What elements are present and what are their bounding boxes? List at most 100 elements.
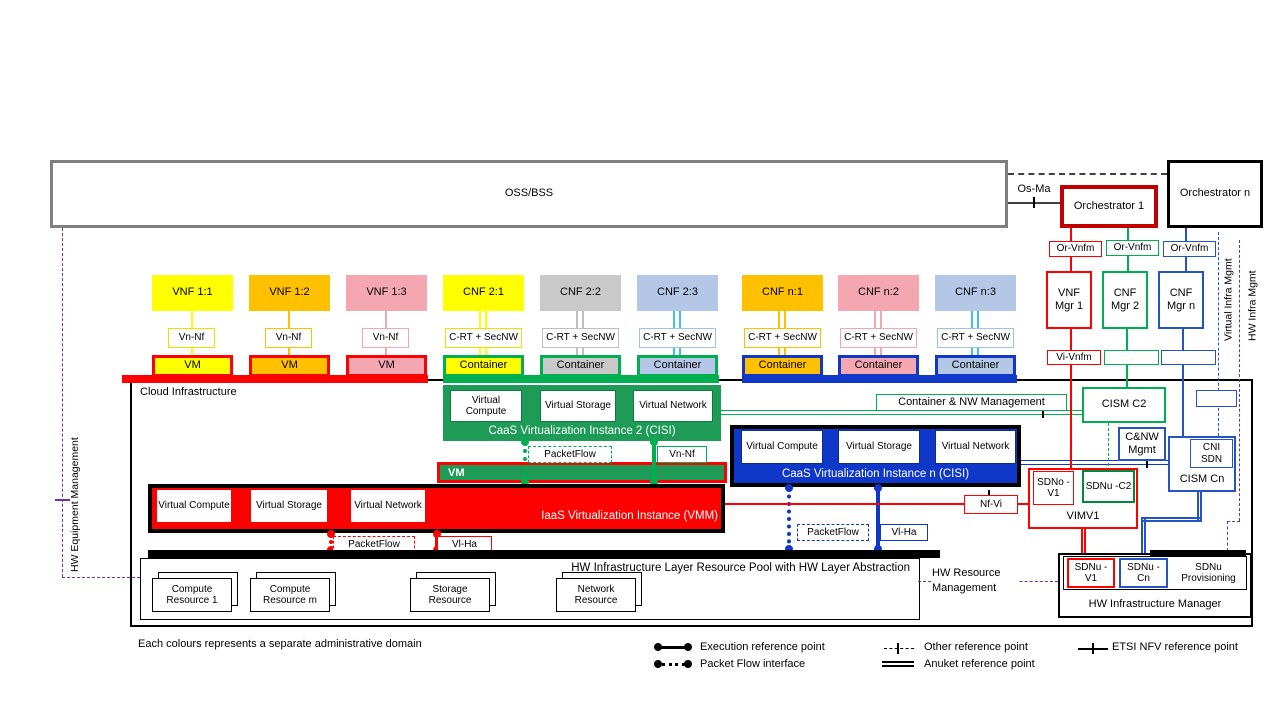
cismcn-to-sdnu-cn-line-v2	[1141, 517, 1146, 558]
caas2-title: CaaS Virtualization Instance 2 (CISI)	[488, 424, 676, 437]
caas2-packet-flow-line	[523, 441, 527, 485]
connector-dot	[650, 438, 658, 446]
or-vnfm-label-2: Or-Vnfm	[1106, 240, 1159, 256]
sdnu-c2-box: SDNu -C2	[1082, 470, 1135, 503]
cism-sdnu-dashed-green	[1108, 423, 1109, 471]
sdnu-provisioning-bar	[1150, 550, 1246, 557]
iaas-virtual-storage: Virtual Storage	[250, 489, 328, 523]
connector-dot	[785, 484, 793, 492]
anuket-line-caasn-cismcn	[1021, 460, 1168, 465]
hw-infra-manager-label: HW Infrastructure Manager	[1088, 598, 1222, 611]
unit-box-vm-3: VM	[346, 355, 427, 377]
connector-dot	[874, 545, 882, 553]
caasn-title: CaaS Virtualization Instance n (CISI)	[781, 467, 970, 480]
unit-box-container-6: Container	[935, 355, 1016, 377]
nf-box-cnf-2-2: CNF 2:2	[540, 275, 621, 311]
nf-vi-line	[725, 503, 1028, 505]
hw-equipment-mgmt-line	[62, 228, 63, 577]
mgrn-cismcn-line-blue	[1182, 329, 1184, 436]
connector-dot	[521, 478, 529, 486]
legend-other-tick	[897, 643, 899, 654]
caasn-packetflow-label: PacketFlow	[797, 524, 869, 541]
unit-box-container-2: Container	[540, 355, 621, 377]
vm-band: VM	[437, 462, 727, 483]
hw-infra-mgmt-line	[1239, 240, 1240, 521]
vm-domain-band	[122, 375, 428, 383]
hw-abstraction-bar	[148, 550, 940, 558]
vnf-mgr-1-box: VNF Mgr 1	[1046, 271, 1092, 329]
legend-execution-label: Execution reference point	[700, 640, 825, 653]
vi-vnfm-empty-blue	[1161, 350, 1216, 365]
iface-label-crt-secnw-5: C-RT + SecNW	[840, 328, 917, 348]
admin-domain-note: Each colours represents a separate admin…	[138, 638, 422, 650]
caasn-virtual-storage: Virtual Storage	[838, 430, 920, 464]
sdnu-v1-box: SDNu -V1	[1067, 558, 1115, 588]
network-resource-box: Network Resource	[556, 578, 636, 612]
legend-packet-flow-line	[662, 663, 685, 666]
caas2-packetflow-label: PacketFlow	[528, 446, 612, 463]
unit-box-container-1: Container	[443, 355, 524, 377]
compute-resource-1-box: Compute Resource 1	[152, 578, 232, 612]
container-domain-band-blue	[742, 375, 1017, 383]
connector-dot	[433, 530, 441, 538]
hw-equipment-mgmt-line-bottom	[62, 577, 140, 578]
sdnu-provisioning-label: SDNu Provisioning	[1181, 561, 1236, 585]
hw-infra-mgmt-line-end	[1227, 521, 1228, 551]
nf-vi-label: Nf-Vi	[964, 495, 1018, 514]
caasn-virtual-compute: Virtual Compute	[741, 430, 823, 464]
caasn-vl-ha-label: Vl-Ha	[880, 524, 928, 541]
iface-label-crt-secnw-1: C-RT + SecNW	[445, 328, 522, 348]
vim-to-sdnu-v1-line	[1081, 529, 1086, 558]
caas2-virtual-storage: Virtual Storage	[540, 390, 616, 422]
legend-anuket-label: Anuket reference point	[924, 657, 1035, 670]
oss-to-orchestrator-n-line	[1008, 173, 1167, 175]
nf-box-vnf-1-2: VNF 1:2	[249, 275, 330, 311]
caasn-execution-line	[876, 487, 880, 551]
connector-dot	[785, 545, 793, 553]
iaas-virtual-compute: Virtual Compute	[156, 489, 232, 523]
iaas-packet-flow-line	[329, 533, 333, 551]
iface-label-vn-nf-3: Vn-Nf	[362, 328, 409, 348]
nf-box-vnf-1-1: VNF 1:1	[152, 275, 233, 311]
legend-packet-flow-label: Packet Flow interface	[700, 657, 806, 670]
iface-label-crt-secnw-6: C-RT + SecNW	[937, 328, 1014, 348]
cnf-mgr-2-box: CNF Mgr 2	[1102, 271, 1148, 329]
legend-other-line	[884, 648, 914, 649]
vi-vnfm-label: Vi-Vnfm	[1047, 350, 1101, 365]
cnf-mgr-n-box: CNF Mgr n	[1158, 271, 1204, 329]
nf-box-cnf-2-1: CNF 2:1	[443, 275, 524, 311]
container-domain-band-green	[443, 375, 719, 383]
legend-dot	[654, 643, 662, 651]
unit-box-vm-2: VM	[249, 355, 330, 377]
connector-dot	[327, 530, 335, 538]
nf-box-cnf-n-2: CNF n:2	[838, 275, 919, 311]
vi-vnfm-line-red	[1070, 329, 1072, 472]
caas2-vn-nf-label: Vn-Nf	[657, 446, 707, 463]
os-ma-label: Os-Ma	[1017, 183, 1051, 196]
oss-bss-box: OSS/BSS	[50, 160, 1008, 228]
hw-infra-mgmt-label: HW Infra Mgmt	[1246, 270, 1259, 342]
cloud-infrastructure-label: Cloud Infrastructure	[140, 386, 237, 398]
unit-box-vm-1: VM	[152, 355, 233, 377]
sdnu-cn-box: SDNu -Cn	[1119, 558, 1168, 588]
nf-box-cnf-2-3: CNF 2:3	[637, 275, 718, 311]
vi-vnfm-empty-green	[1104, 350, 1159, 365]
iaas-virtual-network: Virtual Network	[350, 489, 426, 523]
cni-sdn-box: CNI SDN	[1190, 439, 1233, 468]
legend-dot	[654, 660, 662, 668]
or-vnfm-label-1: Or-Vnfm	[1049, 241, 1102, 257]
caas2-virtual-network: Virtual Network	[633, 390, 713, 422]
empty-blue-box	[1196, 390, 1237, 407]
caasn-virtual-network: Virtual Network	[935, 430, 1016, 464]
iface-label-crt-secnw-2: C-RT + SecNW	[542, 328, 619, 348]
legend-execution-line	[658, 646, 688, 649]
legend-etsi-label: ETSI NFV reference point	[1112, 640, 1238, 653]
legend-anuket-line	[882, 661, 914, 667]
hw-resource-pool-box	[140, 558, 920, 620]
hw-equipment-mgmt-tick	[55, 499, 70, 501]
virtual-infra-mgmt-label: Virtual Infra Mgmt	[1222, 258, 1235, 342]
unit-box-container-5: Container	[838, 355, 919, 377]
hw-equipment-mgmt-label: HW Equipment Management	[69, 437, 81, 573]
iface-label-vn-nf-2: Vn-Nf	[265, 328, 312, 348]
cnw-mgmt-box: C&NW Mgmt	[1118, 427, 1166, 461]
